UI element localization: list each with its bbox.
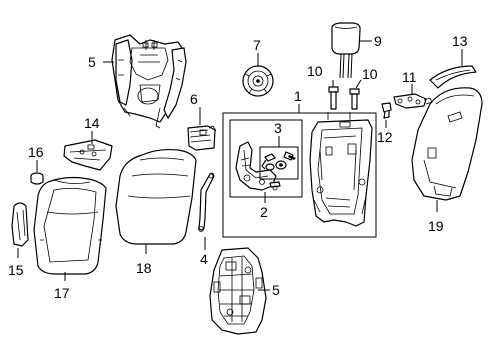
callout-19: 18 [136,260,152,276]
part-10-guide-left [328,86,339,110]
part-19-backrest-pad [115,148,197,245]
part-8-speaker [242,65,274,97]
callout-3: 3 [274,120,282,136]
callout-16: 15 [8,262,24,278]
part-5-cushion-frame [209,247,267,335]
callout-7: 6 [190,91,198,107]
part-16-side-trim [11,202,29,247]
part-2-recliner-bracket [235,141,281,191]
part-3-hardware [261,151,296,171]
callout-6: 5 [88,54,96,70]
sub-assembly-box [229,119,303,198]
part-15-trim [63,139,113,171]
callout-8: 7 [253,37,261,53]
callout-12: 11 [402,69,417,85]
part-10-guide-right [349,88,360,110]
part-13-clip [381,102,392,119]
callout-18: 17 [54,285,70,301]
part-6-backrest-panel [111,34,187,129]
callout-13: 12 [377,129,393,145]
callout-14: 13 [452,33,468,49]
callout-11: 19 [428,218,444,234]
part-18-backrest-cover [33,176,107,275]
part-17-knob [30,172,44,185]
callout-10b: 10 [362,66,378,82]
callout-4: 4 [200,251,208,267]
callout-15: 14 [84,115,100,131]
callout-10a: 10 [307,63,323,79]
callout-2: 2 [260,204,268,220]
part-14-top-trim [429,65,477,89]
callout-1: 1 [294,88,302,104]
part-4-rod [198,172,215,232]
callout-5: 5 [272,282,280,298]
part-9-headrest [331,22,361,79]
part-1-seat-frame [309,112,373,227]
leader-10b [355,79,362,89]
part-11-rear-panel [411,87,483,201]
part-7-control-module [187,125,217,151]
callout-17: 16 [28,144,44,160]
part-12-bracket [393,93,433,109]
callout-9: 9 [374,33,382,49]
